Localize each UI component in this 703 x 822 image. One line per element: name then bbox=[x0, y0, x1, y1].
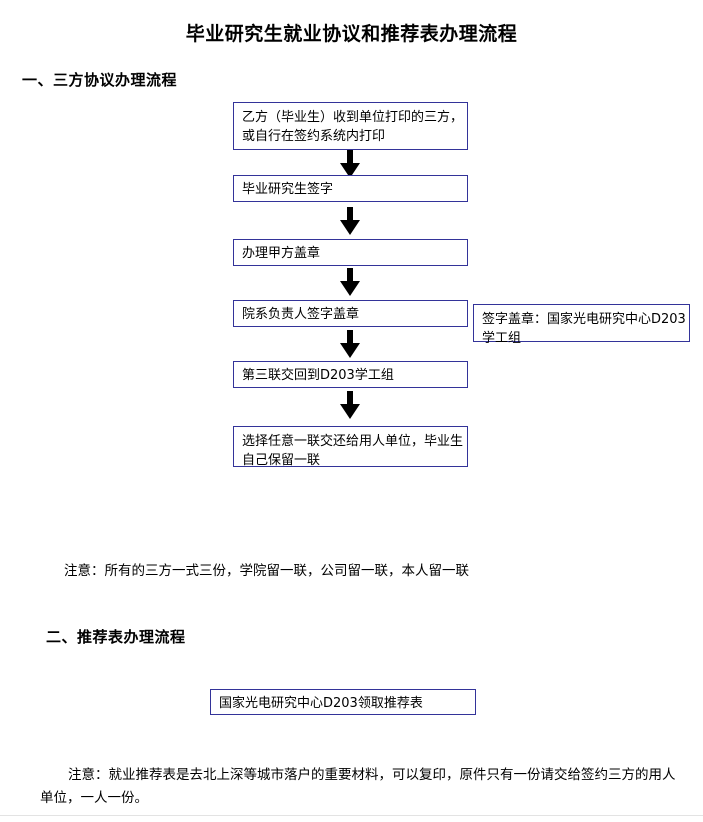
bottom-divider bbox=[0, 815, 703, 816]
side-note-box: 签字盖章：国家光电研究中心D203学工组 bbox=[473, 304, 690, 346]
down-arrow-icon-4 bbox=[337, 330, 363, 360]
flow-step-box-4: 院系负责人签字盖章 bbox=[233, 300, 468, 327]
down-arrow-icon-3 bbox=[337, 268, 363, 298]
recommendation-step-box-1: 国家光电研究中心D203领取推荐表 bbox=[210, 689, 476, 715]
section-heading-two: 二、推荐表办理流程 bbox=[46, 628, 186, 646]
down-arrow-icon-5 bbox=[337, 391, 363, 421]
down-arrow-icon-2 bbox=[337, 207, 363, 237]
flow-step-box-5: 第三联交回到D203学工组 bbox=[233, 361, 468, 388]
flow-step-box-3: 办理甲方盖章 bbox=[233, 239, 468, 266]
page-title: 毕业研究生就业协议和推荐表办理流程 bbox=[185, 23, 518, 45]
flow-step-box-1: 乙方（毕业生）收到单位打印的三方，或自行在签约系统内打印 bbox=[233, 102, 468, 150]
down-arrow-icon-1 bbox=[337, 150, 363, 180]
section-one-note: 注意：所有的三方一式三份，学院留一联，公司留一联，本人留一联 bbox=[64, 563, 469, 579]
section-two-note: 注意：就业推荐表是去北上深等城市落户的重要材料，可以复印，原件只有一份请交给签约… bbox=[40, 767, 676, 806]
flow-step-box-2: 毕业研究生签字 bbox=[233, 175, 468, 202]
section-heading-one: 一、三方协议办理流程 bbox=[22, 71, 178, 89]
flow-step-box-6: 选择任意一联交还给用人单位，毕业生自己保留一联 bbox=[233, 426, 468, 468]
